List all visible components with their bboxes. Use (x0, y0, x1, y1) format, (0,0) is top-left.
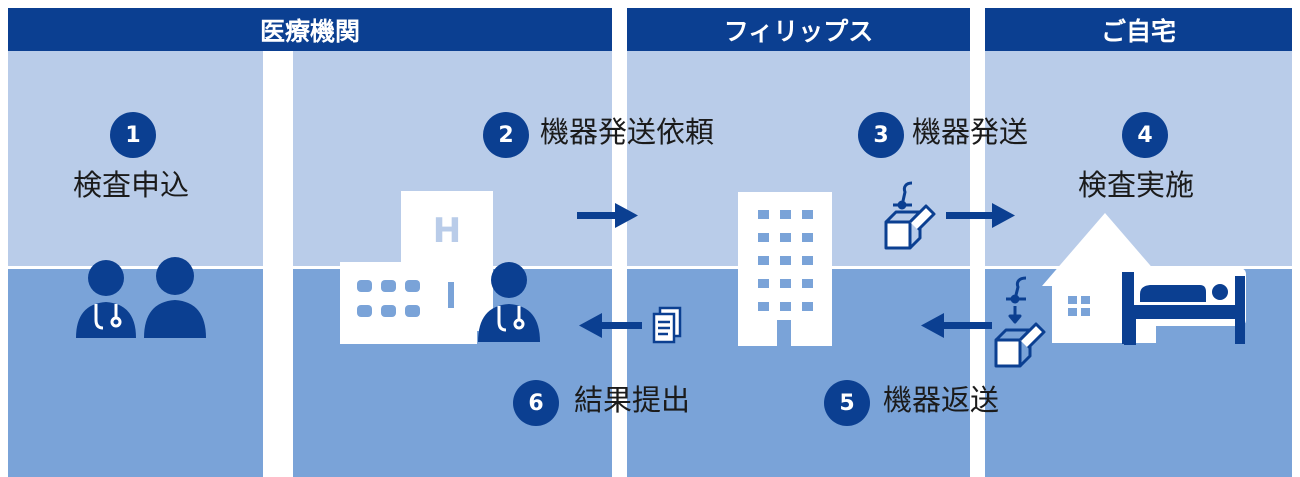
arrow-left-icon (921, 313, 992, 338)
header-home: ご自宅 (985, 8, 1292, 51)
step-3-label: 機器発送 (912, 115, 1029, 149)
person-icon (144, 257, 206, 338)
hospital-sign: H (433, 211, 461, 251)
step-3-number: 3 (858, 112, 904, 158)
band-upper (985, 51, 1292, 266)
step-5-label: 機器返送 (883, 383, 1000, 417)
bed-icon (1118, 268, 1246, 345)
arrow-right-icon (946, 203, 1015, 228)
header-philips: フィリップス (627, 8, 970, 51)
document-icon (652, 306, 682, 344)
hospital-icon (340, 191, 493, 344)
office-building-icon (738, 192, 832, 346)
device-box-icon (884, 181, 936, 250)
step-1-label: 検査申込 (73, 168, 190, 202)
header-institution: 医療機関 (8, 8, 612, 51)
band-upper (8, 51, 263, 266)
doctor-icon (478, 262, 540, 342)
step-4-number: 4 (1122, 112, 1168, 158)
device-box-icon (994, 276, 1046, 368)
doctor-icon (76, 260, 136, 338)
step-6-label: 結果提出 (574, 383, 691, 417)
step-2-label: 機器発送依頼 (540, 115, 715, 149)
arrow-left-icon (579, 313, 642, 338)
arrow-right-icon (577, 203, 638, 228)
column-philips (627, 51, 970, 477)
step-6-number: 6 (513, 380, 559, 426)
band-lower (8, 269, 263, 477)
step-1-number: 1 (110, 112, 156, 158)
step-4-label: 検査実施 (1078, 168, 1195, 202)
column-institution-left (8, 51, 263, 477)
step-2-number: 2 (483, 112, 529, 158)
step-5-number: 5 (824, 380, 870, 426)
